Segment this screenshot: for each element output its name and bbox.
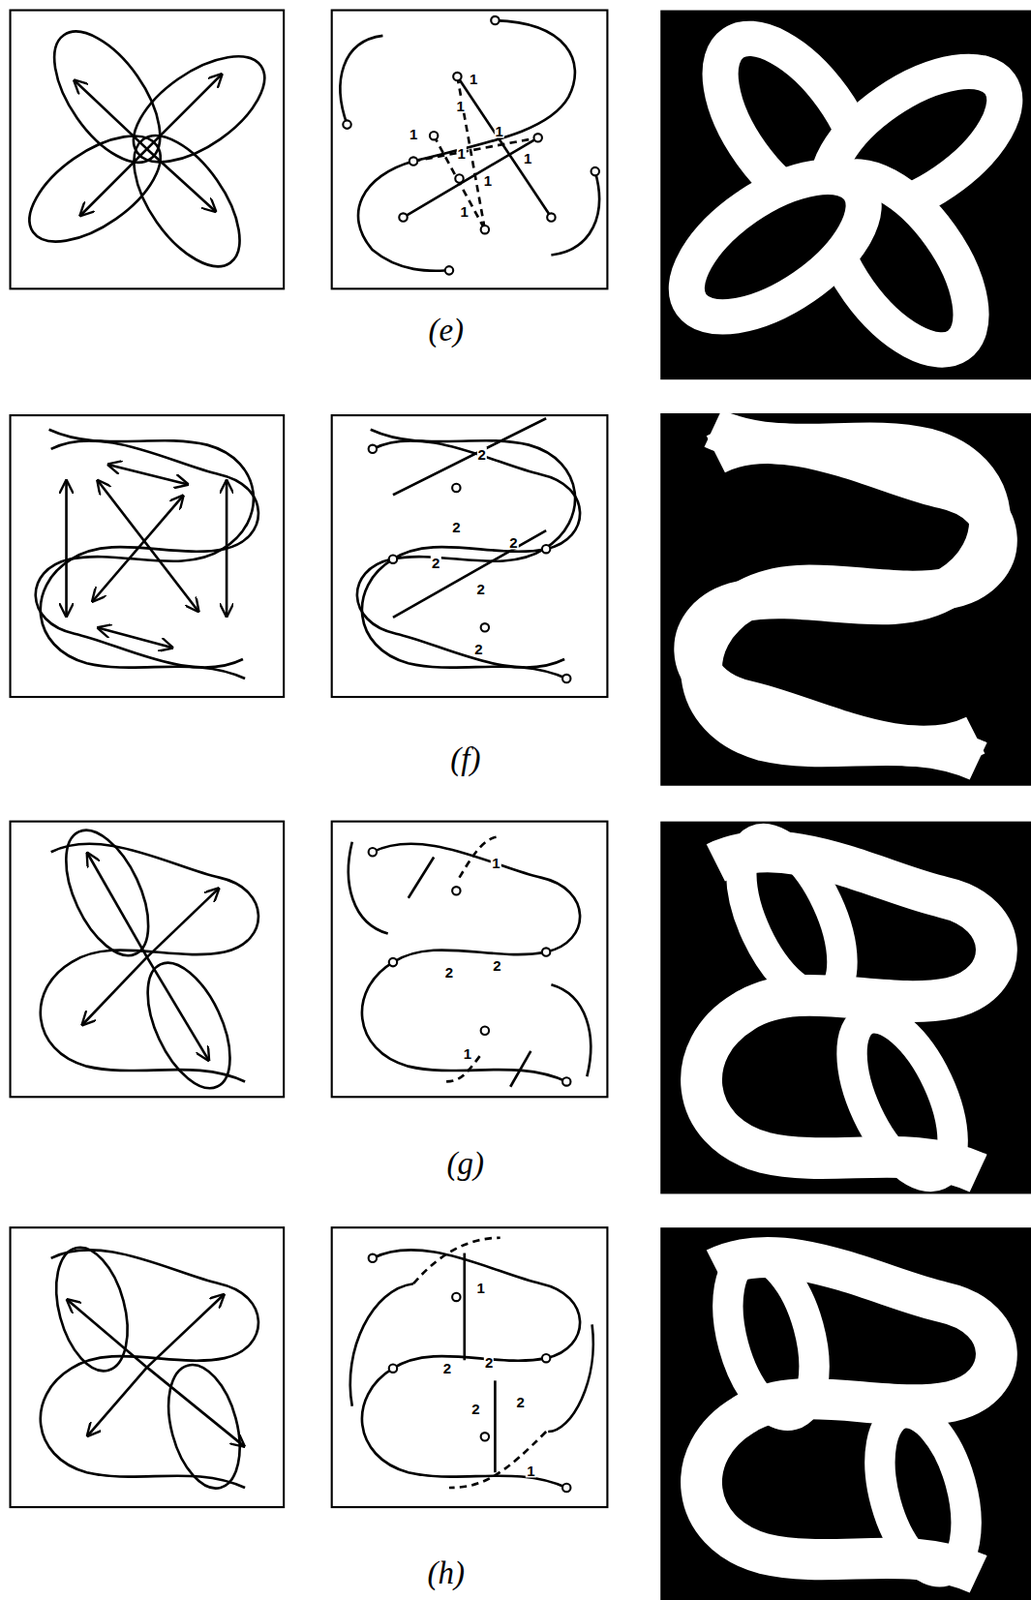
panel-label: (e) <box>424 313 467 346</box>
callout-number: 2 <box>442 1360 453 1375</box>
callout-number: 1 <box>454 97 465 113</box>
callout-number: 2 <box>515 1394 526 1410</box>
callout-number: 2 <box>444 964 455 979</box>
callout-number: 1 <box>468 71 479 87</box>
callout-number: 2 <box>491 958 502 973</box>
callout-number: 1 <box>455 146 466 161</box>
callout-number: 1 <box>490 854 501 870</box>
callout-number: 2 <box>484 1355 494 1370</box>
callout-number: 2 <box>508 534 518 549</box>
callout-number: 1 <box>525 1463 536 1479</box>
callout-number: 2 <box>473 641 484 657</box>
callout-number: 2 <box>477 447 487 462</box>
callout-number: 1 <box>459 204 470 219</box>
callout-number: 1 <box>408 126 419 142</box>
panel-label: (h) <box>424 1556 468 1589</box>
callout-number: 1 <box>483 172 493 187</box>
callout-number: 1 <box>462 1045 473 1061</box>
callout-number: 1 <box>493 122 504 138</box>
callout-number: 2 <box>475 581 486 597</box>
callout-number: 1 <box>475 1280 486 1296</box>
callout-number: 2 <box>451 518 461 534</box>
panel-label: (g) <box>444 1147 487 1180</box>
callout-number: 2 <box>430 554 441 570</box>
panel-label: (f) <box>447 743 484 776</box>
callout-number: 2 <box>470 1400 481 1416</box>
callout-number: 1 <box>522 151 533 166</box>
